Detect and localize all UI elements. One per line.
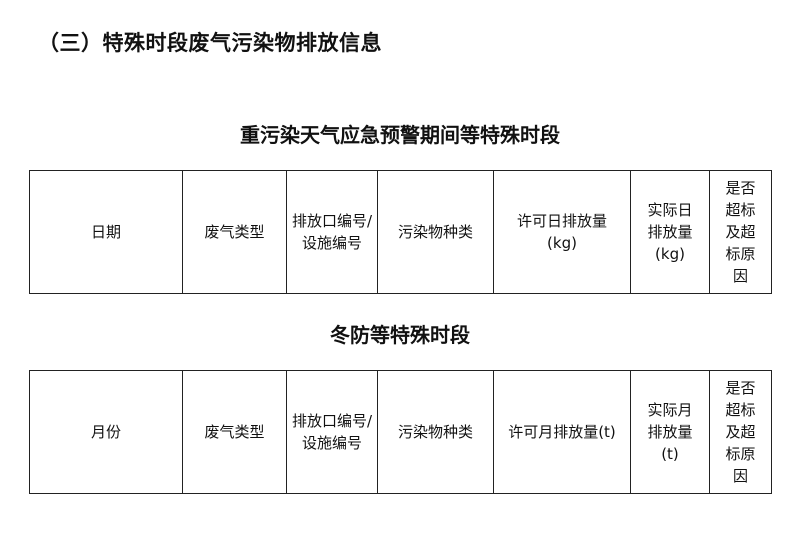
- header-actual-monthly: 实际月排放量(t): [630, 370, 710, 494]
- header-exceed-reason: 是否超标及超标原因: [709, 370, 772, 494]
- winter-prevention-emission-table: 月份 废气类型 排放口编号/设施编号 污染物种类 许可月排放量(t) 实际月排放…: [29, 370, 772, 494]
- header-month: 月份: [29, 370, 183, 494]
- heavy-pollution-emission-table: 日期 废气类型 排放口编号/设施编号 污染物种类 许可日排放量(kg) 实际日排…: [29, 170, 772, 294]
- section-title: （三）特殊时段废气污染物排放信息: [38, 31, 382, 55]
- header-pollutant-type: 污染物种类: [377, 370, 494, 494]
- header-gas-type: 废气类型: [182, 370, 287, 494]
- header-actual-daily: 实际日排放量(kg): [630, 170, 710, 294]
- header-exceed-reason: 是否超标及超标原因: [709, 170, 772, 294]
- table-header-row: 月份 废气类型 排放口编号/设施编号 污染物种类 许可月排放量(t) 实际月排放…: [29, 370, 772, 494]
- table-caption-heavy-pollution: 重污染天气应急预警期间等特殊时段: [240, 123, 560, 147]
- header-outlet-id: 排放口编号/设施编号: [286, 370, 378, 494]
- table-caption-winter-prevention: 冬防等特殊时段: [330, 323, 470, 347]
- header-date: 日期: [29, 170, 183, 294]
- header-gas-type: 废气类型: [182, 170, 287, 294]
- header-pollutant-type: 污染物种类: [377, 170, 494, 294]
- header-permitted-monthly: 许可月排放量(t): [493, 370, 631, 494]
- header-outlet-id: 排放口编号/设施编号: [286, 170, 378, 294]
- table-header-row: 日期 废气类型 排放口编号/设施编号 污染物种类 许可日排放量(kg) 实际日排…: [29, 170, 772, 294]
- header-permitted-daily: 许可日排放量(kg): [493, 170, 631, 294]
